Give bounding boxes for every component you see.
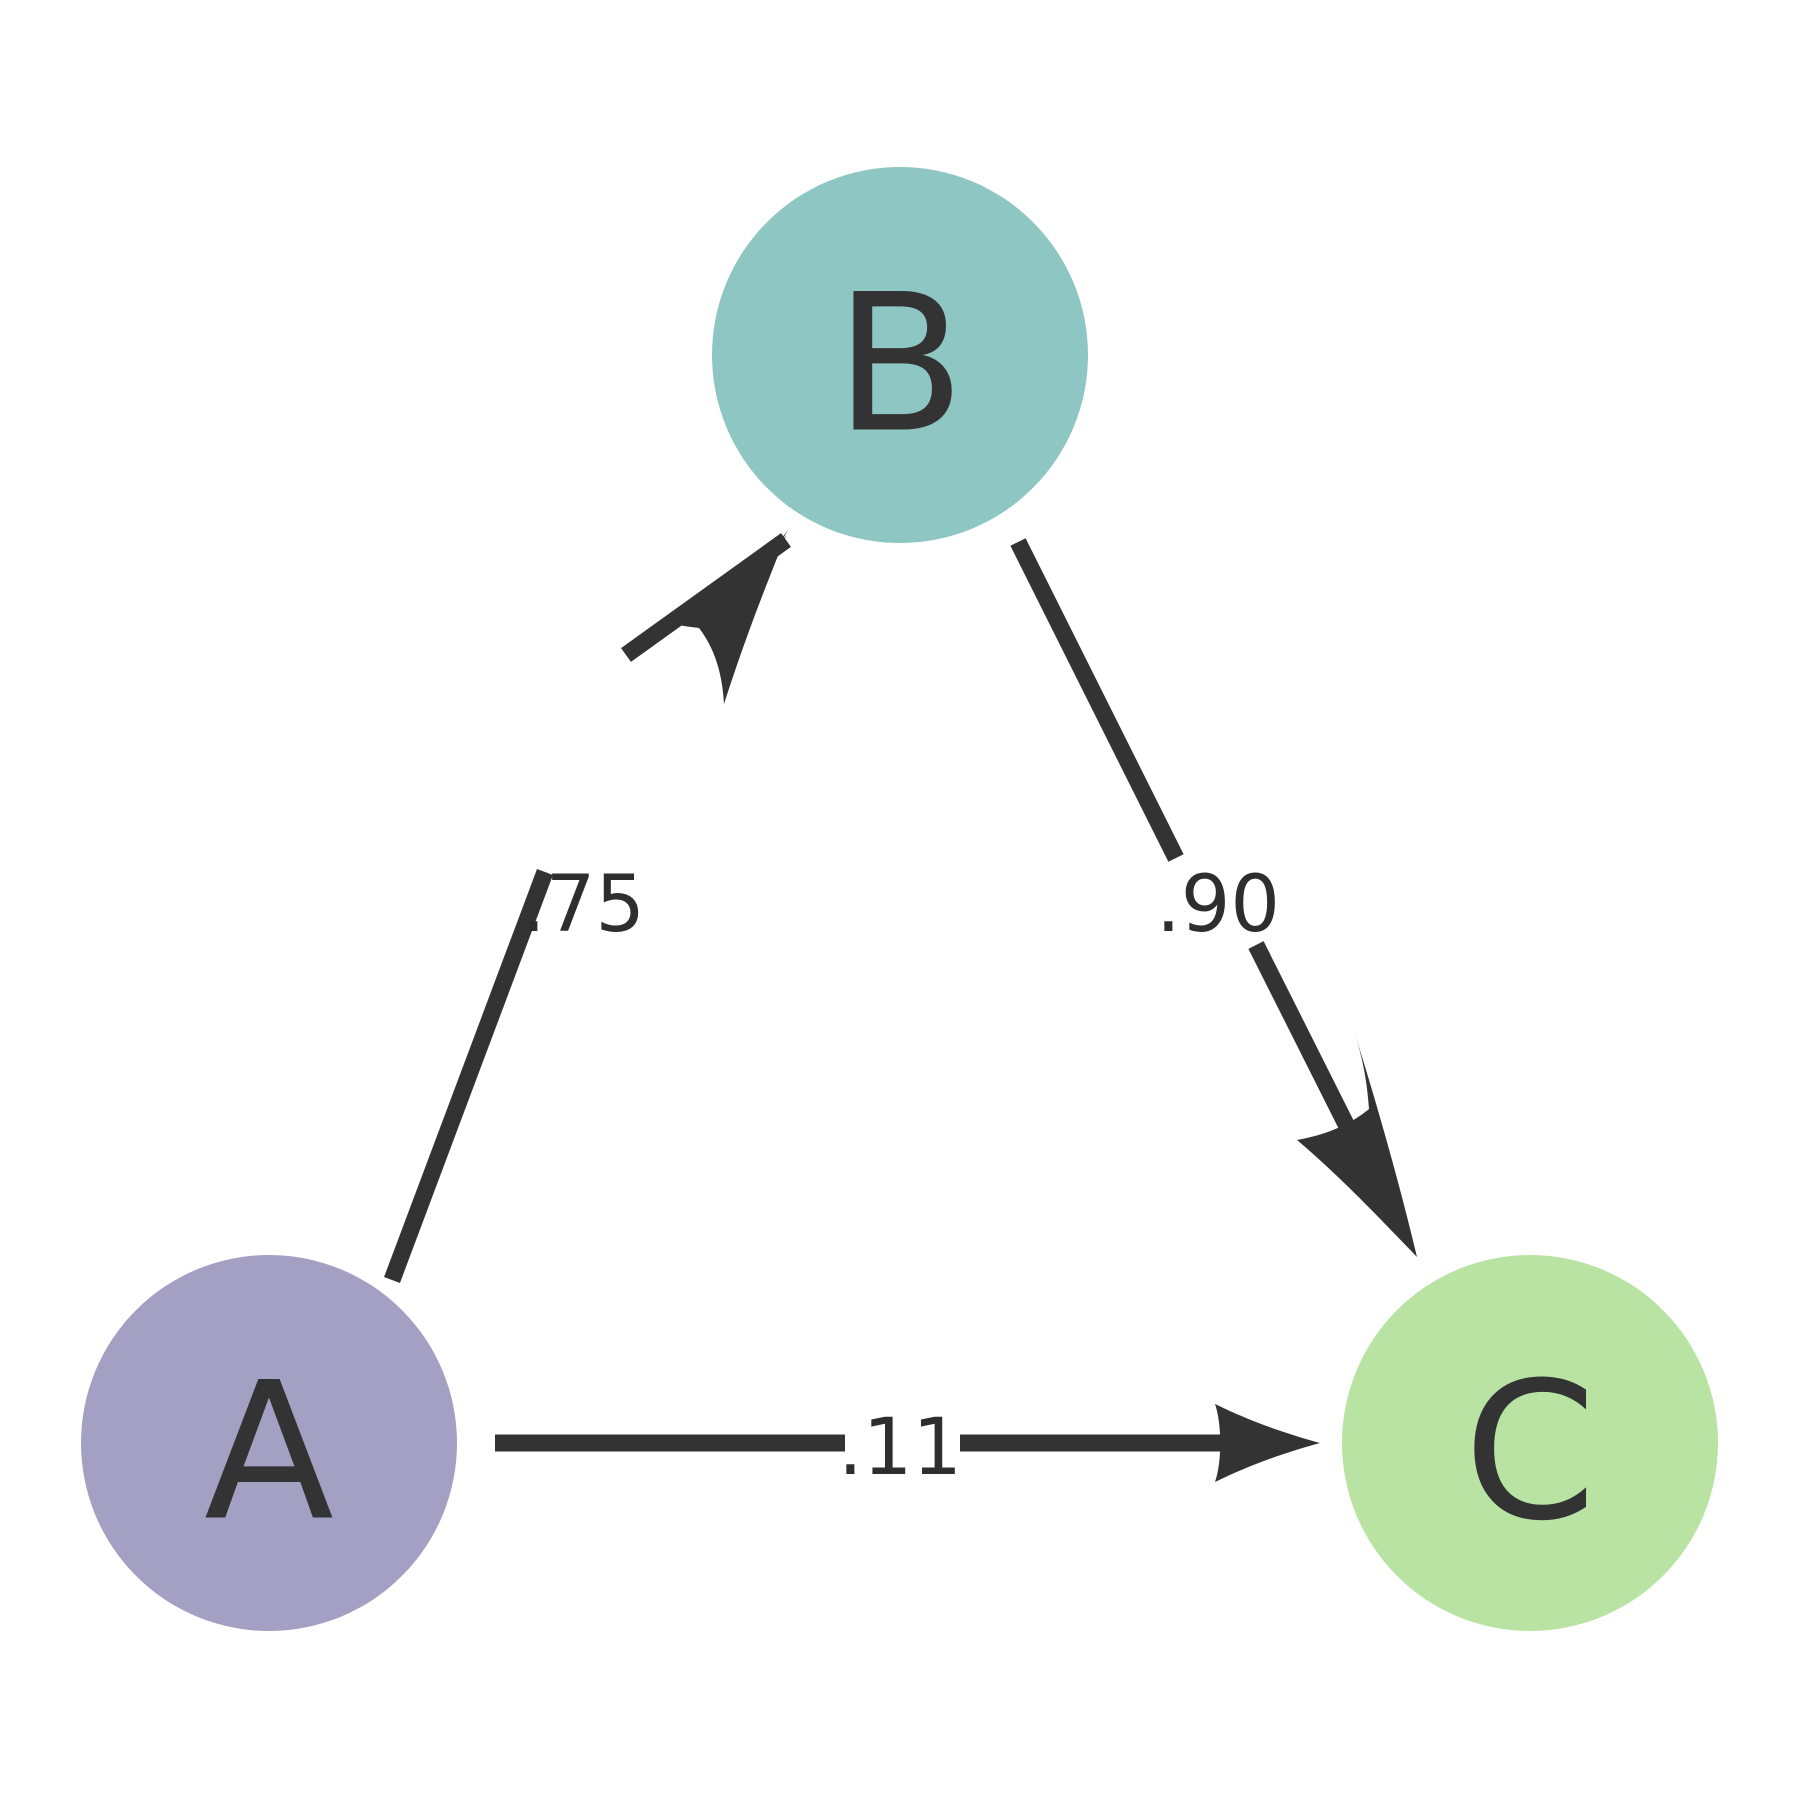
edge-a-to-b-line [384,869,553,1283]
edge-a-to-c[interactable] [495,1404,1320,1482]
node-c-label: C [1464,1342,1597,1563]
node-a[interactable]: A [81,1255,457,1631]
edge-a-to-b-line-upper [621,533,791,662]
edge-label-a-to-b: .75 [521,860,645,950]
edge-b-to-c-arrowhead [1297,1034,1417,1257]
node-a-label: A [204,1342,334,1563]
node-group: A B C [81,167,1718,1631]
node-c-circle[interactable] [1342,1255,1718,1631]
node-b-circle[interactable] [712,167,1088,543]
node-b[interactable]: B [712,167,1088,543]
node-a-circle[interactable] [81,1255,457,1631]
edge-a-to-b[interactable] [384,530,791,1283]
edge-group [384,530,1417,1482]
edge-label-a-to-c: .11 [838,1403,962,1493]
edge-label-b-to-c: .90 [1156,860,1280,950]
edge-a-to-c-arrowhead [1215,1404,1320,1482]
edge-a-to-b-arrowhead-shape [672,536,786,704]
node-c[interactable]: C [1342,1255,1718,1631]
edge-label-group: .75 .90 .11 [521,860,1280,1493]
node-b-label: B [835,254,965,475]
edge-b-to-c[interactable] [1010,538,1417,1257]
edge-b-to-c-line-upper [1010,538,1184,862]
